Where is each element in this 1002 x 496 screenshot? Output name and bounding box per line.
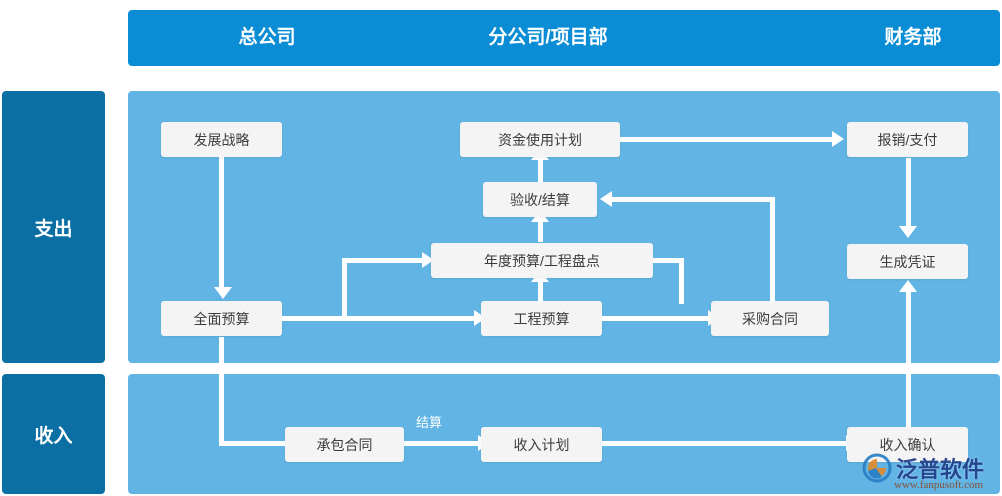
connector-income-plan-to-income-confirm bbox=[602, 441, 846, 446]
watermark-brand: 泛普软件 bbox=[896, 457, 985, 482]
connector-acceptance-to-fund-plan bbox=[538, 158, 543, 182]
node-contracting-contract-label: 承包合同 bbox=[316, 436, 373, 453]
connector-income-confirm-to-voucher bbox=[906, 290, 911, 428]
node-reimburse-payment-label: 报销/支付 bbox=[877, 131, 938, 148]
connector-fund-plan-to-reimburse bbox=[620, 137, 832, 142]
arrowhead-reimburse-to-voucher bbox=[899, 226, 917, 238]
arrowhead-purchase-to-acceptance bbox=[600, 191, 612, 207]
node-dev-strategy[interactable]: 发展战略 bbox=[161, 122, 282, 157]
row-label-expense-text: 支出 bbox=[34, 218, 73, 240]
connector-annual-budget-to-purchase-vertical bbox=[679, 258, 684, 304]
node-reimburse-payment[interactable]: 报销/支付 bbox=[847, 122, 968, 157]
edge-label-settlement: 结算 bbox=[416, 415, 443, 430]
arrowhead-strategy-to-overall-budget bbox=[214, 287, 232, 299]
node-overall-budget-label: 全面预算 bbox=[193, 310, 250, 327]
fanpu-logo-icon bbox=[862, 453, 892, 483]
column-header-head-office: 总公司 bbox=[238, 27, 296, 48]
connector-overall-budget-to-contracting-horizontal bbox=[219, 441, 285, 446]
node-income-plan-label: 收入计划 bbox=[513, 436, 570, 453]
node-project-budget-label: 工程预算 bbox=[513, 310, 570, 327]
row-label-income-text: 收入 bbox=[34, 425, 73, 447]
connector-strategy-to-overall-budget bbox=[219, 157, 224, 287]
node-generate-voucher-label: 生成凭证 bbox=[879, 253, 936, 270]
column-header-bar: 总公司 分公司/项目部 财务部 bbox=[128, 10, 1000, 66]
node-generate-voucher[interactable]: 生成凭证 bbox=[847, 244, 968, 279]
connector-reimburse-to-voucher bbox=[906, 158, 911, 226]
connector-overall-budget-to-project-budget bbox=[282, 316, 474, 321]
watermark-url: www.fanpusoft.com bbox=[894, 479, 984, 491]
node-project-budget[interactable]: 工程预算 bbox=[481, 301, 602, 336]
node-annual-budget-label: 年度预算/工程盘点 bbox=[484, 252, 600, 269]
node-overall-budget[interactable]: 全面预算 bbox=[161, 301, 282, 336]
connector-project-budget-to-annual-budget bbox=[538, 280, 543, 304]
column-header-branch-project: 分公司/项目部 bbox=[488, 27, 608, 48]
node-income-confirmation-label: 收入确认 bbox=[879, 436, 936, 453]
connector-overall-budget-branch-horizontal bbox=[342, 258, 422, 263]
column-header-finance: 财务部 bbox=[884, 27, 942, 48]
row-label-income: 收入 bbox=[2, 374, 105, 494]
connector-overall-budget-branch-vertical bbox=[342, 258, 347, 318]
connector-purchase-to-acceptance-vertical bbox=[770, 197, 775, 301]
arrowhead-income-confirm-to-voucher bbox=[899, 280, 917, 292]
node-contracting-contract[interactable]: 承包合同 bbox=[285, 427, 404, 462]
connector-contracting-to-income-plan bbox=[404, 441, 478, 446]
node-purchase-contract-label: 采购合同 bbox=[742, 310, 798, 327]
connector-project-budget-to-purchase bbox=[602, 316, 708, 321]
node-dev-strategy-label: 发展战略 bbox=[193, 131, 250, 148]
node-acceptance-settlement-label: 验收/结算 bbox=[510, 191, 570, 208]
node-fund-use-plan[interactable]: 资金使用计划 bbox=[460, 122, 620, 157]
node-acceptance-settlement[interactable]: 验收/结算 bbox=[483, 182, 597, 217]
node-annual-budget[interactable]: 年度预算/工程盘点 bbox=[431, 243, 653, 278]
connector-annual-budget-to-purchase-horizontal bbox=[652, 258, 684, 263]
node-income-confirmation[interactable]: 收入确认 bbox=[847, 427, 968, 462]
connector-overall-budget-to-contracting-vertical bbox=[219, 337, 224, 443]
node-fund-use-plan-label: 资金使用计划 bbox=[498, 131, 582, 148]
node-purchase-contract[interactable]: 采购合同 bbox=[711, 301, 829, 336]
node-income-plan[interactable]: 收入计划 bbox=[481, 427, 602, 462]
row-label-expense: 支出 bbox=[2, 91, 105, 363]
connector-purchase-to-acceptance-horizontal bbox=[612, 197, 775, 202]
connector-annual-budget-to-acceptance bbox=[538, 220, 543, 242]
arrowhead-fund-plan-to-reimburse bbox=[832, 131, 844, 147]
watermark: 泛普软件 www.fanpusoft.com bbox=[862, 452, 1002, 496]
